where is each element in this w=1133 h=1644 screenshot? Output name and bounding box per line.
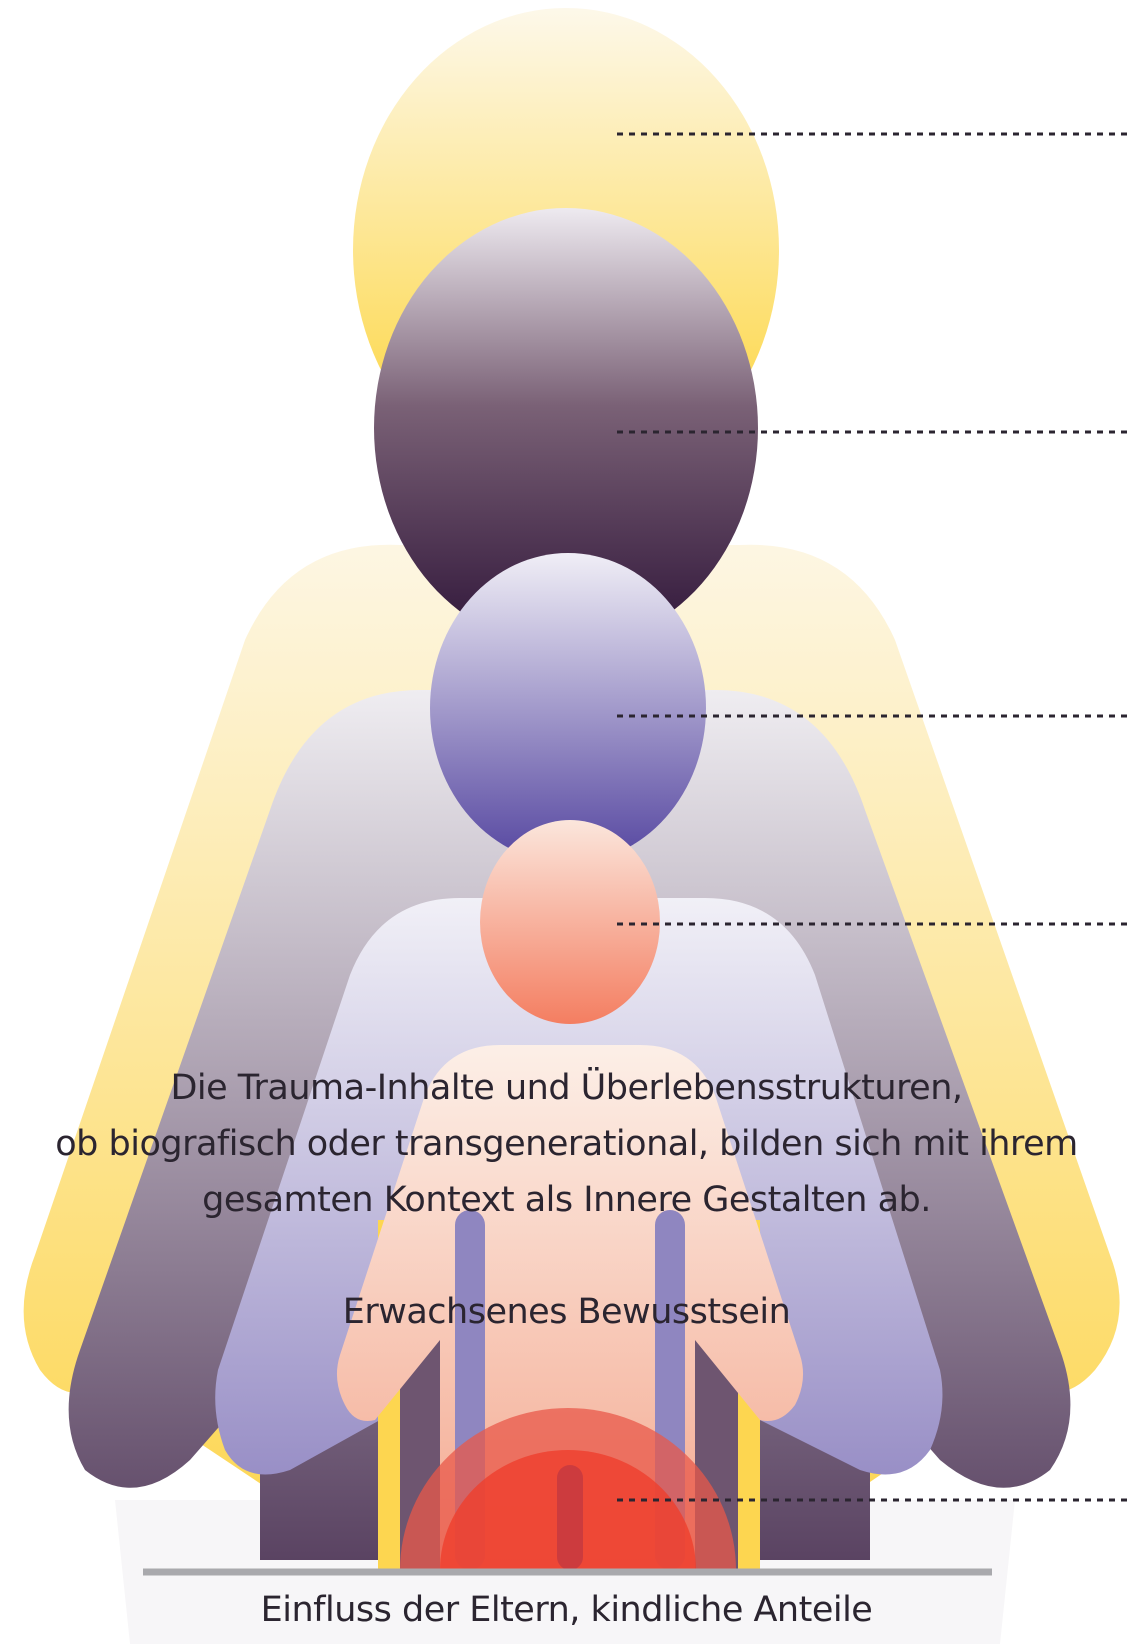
adult-consciousness-label: Erwachsenes Bewusstsein <box>0 1292 1133 1332</box>
caption-line-2: ob biografisch oder transgenerational, b… <box>0 1116 1133 1172</box>
parents-influence-label: Einfluss der Eltern, kindliche Anteile <box>0 1590 1133 1630</box>
figure-salmon-head <box>480 820 660 1024</box>
caption-line-1: Die Trauma-Inhalte und Überlebensstruktu… <box>0 1060 1133 1116</box>
caption-text: Die Trauma-Inhalte und Überlebensstruktu… <box>0 1060 1133 1228</box>
figure-violet-head <box>430 553 706 863</box>
base-core <box>557 1465 583 1570</box>
caption-line-3: gesamten Kontext als Innere Gestalten ab… <box>0 1172 1133 1228</box>
